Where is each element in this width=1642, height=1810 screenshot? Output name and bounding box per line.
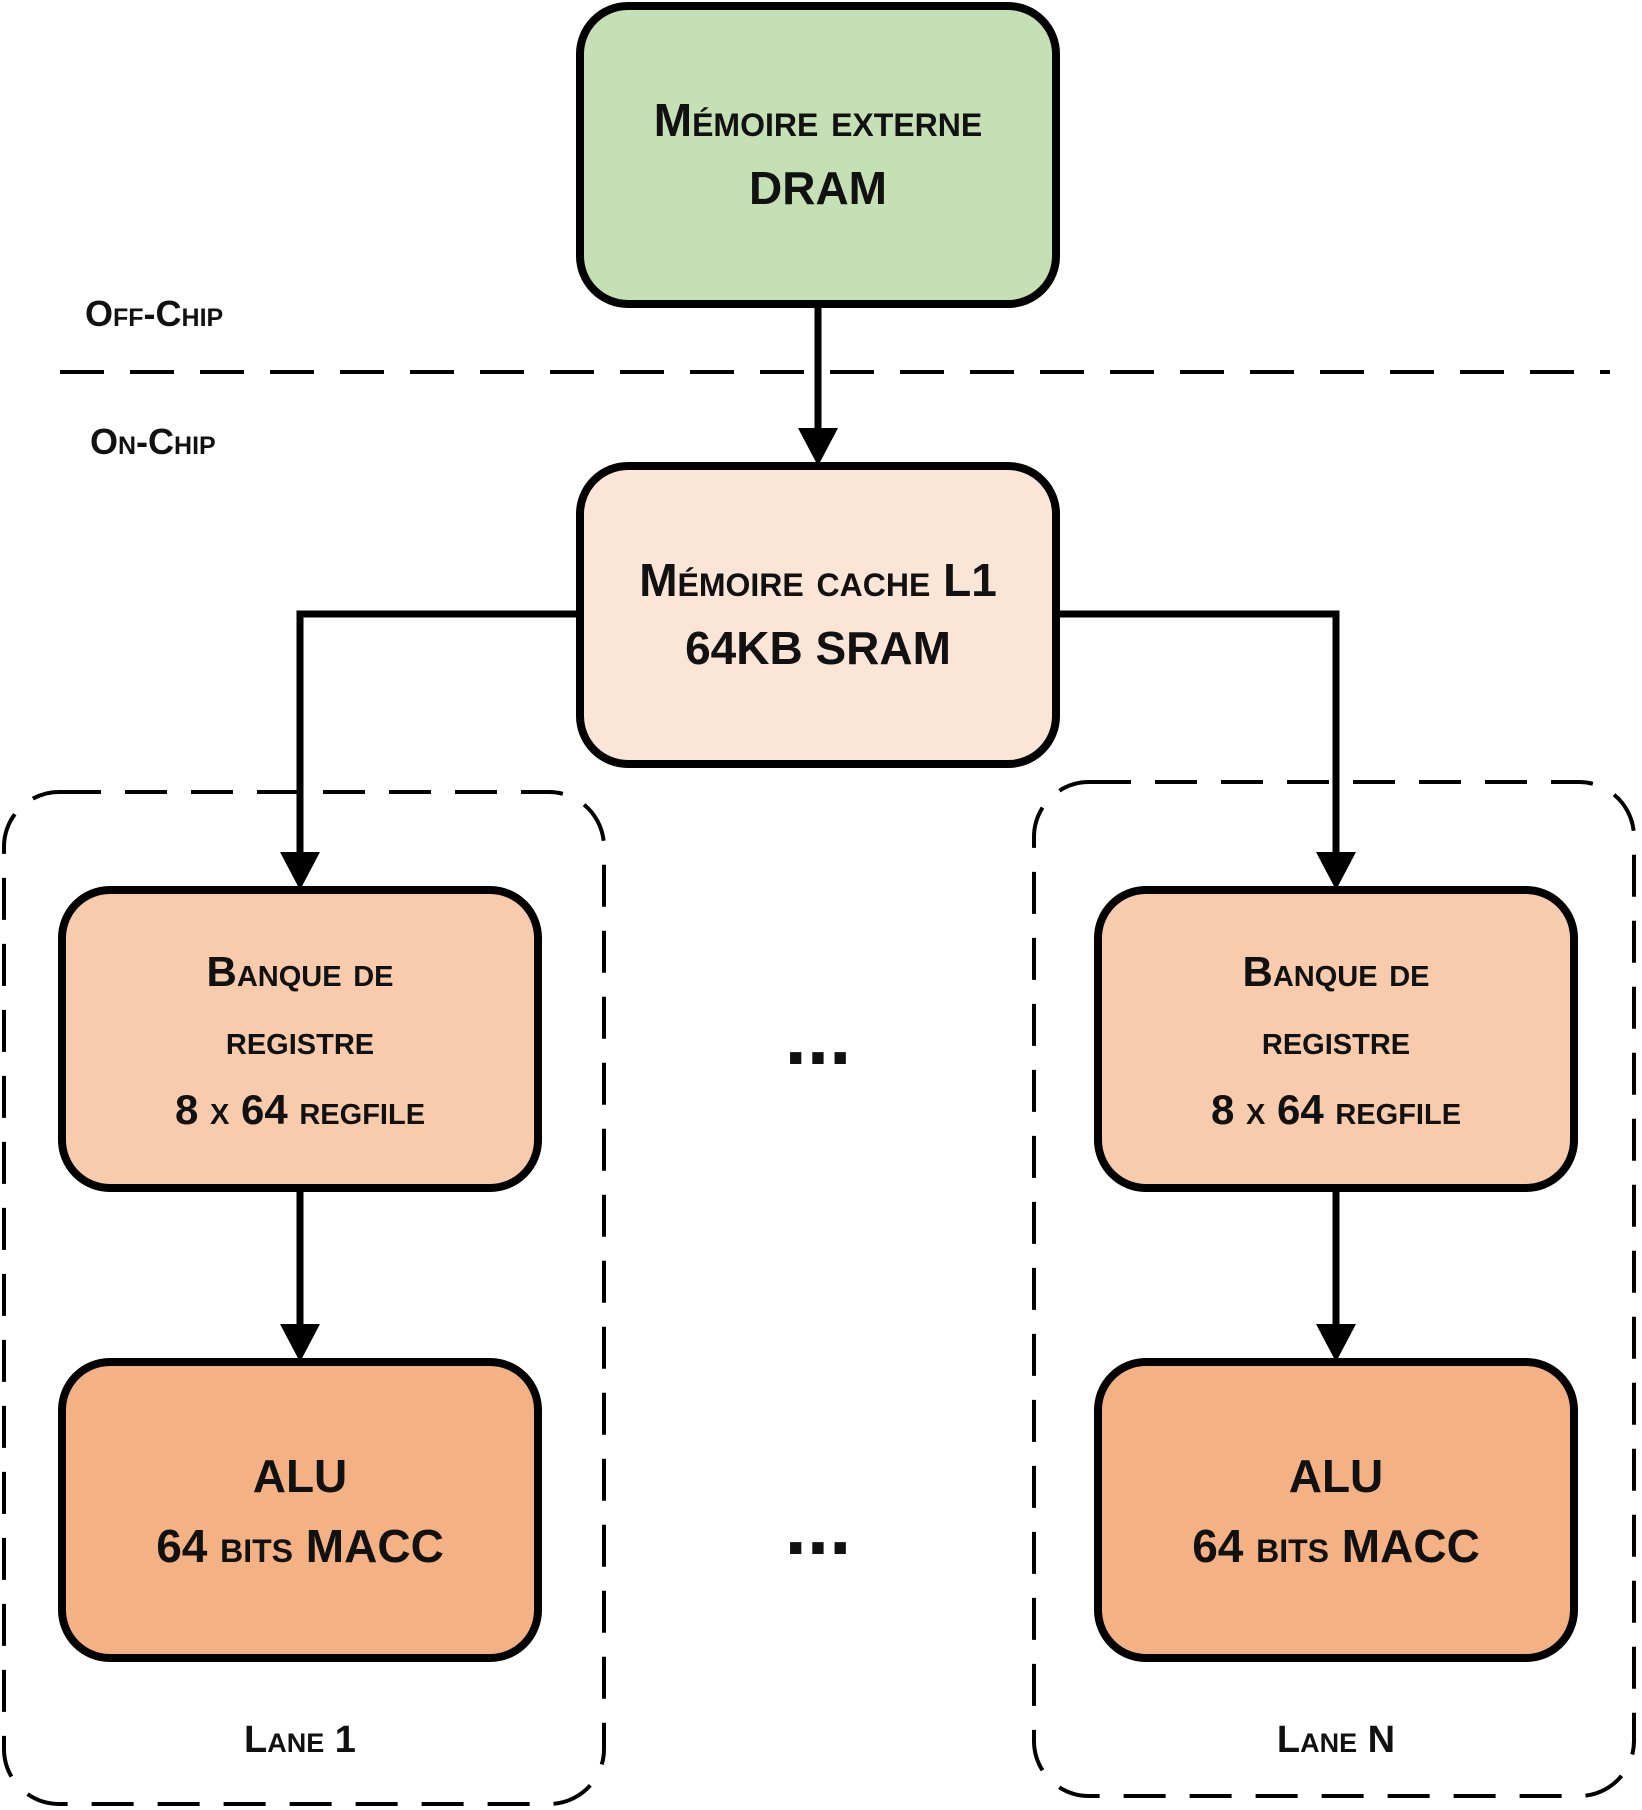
lane-1-regfile-node: Banque de registre 8 x 64 regfile: [58, 886, 542, 1192]
lane-1-regfile-to-alu-arrowhead: [280, 1324, 320, 1362]
lane-1-label: Lane 1: [244, 1719, 356, 1761]
dram-node: Mémoire externe DRAM: [576, 2, 1060, 308]
cache-to-lane-1-wire: [296, 610, 578, 852]
cache-line-1: Mémoire cache L1: [639, 554, 997, 606]
lane-n-regfile-line-1: Banque de: [1242, 948, 1429, 995]
lane-n-alu-line-1: ALU: [1289, 1450, 1384, 1502]
lane-1-regfile-line-1: Banque de: [206, 948, 393, 995]
lane-n-regfile-line-3: 8 x 64 regfile: [1211, 1086, 1461, 1133]
off-chip-label: Off-Chip: [85, 293, 223, 334]
regfile-ellipsis: ...: [785, 992, 852, 1081]
lane-1-container: [2, 790, 606, 1806]
lane-n-alu-line-2: 64 bits MACC: [1192, 1520, 1480, 1572]
dram-line-1: Mémoire externe: [654, 94, 982, 146]
lane-n-alu-box: [1094, 1358, 1578, 1662]
lane-1-alu-line-1: ALU: [253, 1450, 348, 1502]
lane-n-regfile-node: Banque de registre 8 x 64 regfile: [1094, 886, 1578, 1192]
lane-1-alu-box: [58, 1358, 542, 1662]
lane-n-container: [1032, 780, 1636, 1798]
lane-n-alu-node: ALU 64 bits MACC: [1094, 1358, 1578, 1662]
dram-to-cache-arrowhead: [798, 428, 838, 466]
lane-1-regfile-line-3: 8 x 64 regfile: [175, 1086, 425, 1133]
dram-line-2: DRAM: [749, 162, 887, 214]
lane-n-label: Lane N: [1277, 1719, 1395, 1761]
cache-box: [576, 462, 1060, 768]
dram-box: [576, 2, 1060, 308]
cache-line-2: 64KB SRAM: [685, 622, 951, 674]
lane-1-alu-line-2: 64 bits MACC: [156, 1520, 444, 1572]
cache-to-lane-n-wire: [1058, 610, 1340, 852]
cache-node: Mémoire cache L1 64KB SRAM: [576, 462, 1060, 768]
on-chip-label: On-Chip: [90, 421, 216, 462]
cache-to-lane-n-arrowhead: [1316, 852, 1356, 890]
lane-1-alu-node: ALU 64 bits MACC: [58, 1358, 542, 1662]
lane-n-regfile-line-2: registre: [1262, 1016, 1410, 1063]
alu-ellipsis: ...: [785, 1482, 852, 1571]
lane-n-regfile-to-alu-arrowhead: [1316, 1324, 1356, 1362]
lane-1-regfile-box: [58, 886, 542, 1192]
lane-1-regfile-line-2: registre: [226, 1016, 374, 1063]
lane-n-regfile-box: [1094, 886, 1578, 1192]
cache-to-lane-1-arrowhead: [280, 852, 320, 890]
